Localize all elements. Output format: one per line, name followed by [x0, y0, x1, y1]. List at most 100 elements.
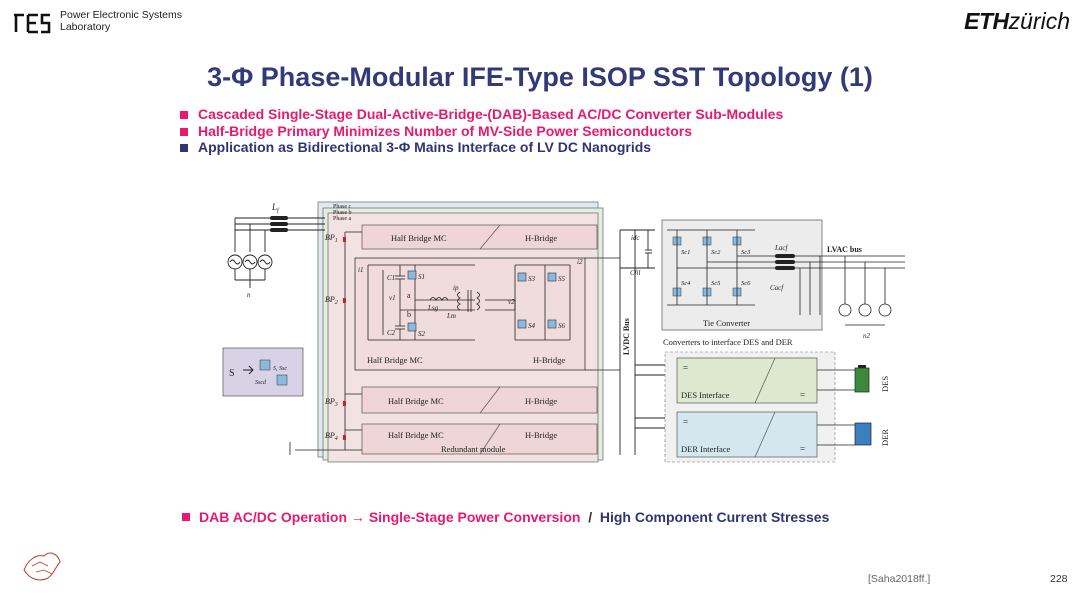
- bullet-square-icon: [182, 513, 190, 521]
- lvac-bus-label: LVAC bus: [827, 245, 862, 254]
- lab-name-line1: Power Electronic Systems: [60, 9, 182, 21]
- eth-logo: ETHzürich: [964, 8, 1070, 35]
- submodule-3-half-bridge-label: Half Bridge MC: [388, 396, 444, 406]
- inner-h-bridge-label: H-Bridge: [533, 355, 565, 365]
- des-interface-box: [676, 357, 818, 404]
- conclusion-part1: DAB AC/DC Operation → Single-Stage Power…: [199, 509, 581, 525]
- dab-circuit: [367, 257, 620, 371]
- s2-label: S2: [418, 330, 426, 338]
- eth-logo-rest: zürich: [1008, 8, 1070, 34]
- inset-sscd-label: Sscd: [255, 380, 267, 386]
- tie-circuit: [667, 229, 905, 326]
- lab-name: Power Electronic Systems Laboratory: [60, 9, 182, 33]
- bullet-text: Cascaded Single-Stage Dual-Active-Bridge…: [198, 106, 784, 122]
- page-number: 228: [1050, 573, 1068, 585]
- idc-label: idc: [631, 234, 640, 242]
- submodule-3-h-bridge-label: H-Bridge: [525, 396, 557, 406]
- redundant-submodule: [361, 423, 598, 455]
- des-interface-label: DES Interface: [681, 390, 730, 400]
- lacf-inductors: [775, 254, 795, 270]
- lab-name-line2: Laboratory: [60, 21, 111, 33]
- c1-label: C1: [387, 274, 395, 282]
- der-interface-box: [676, 411, 818, 458]
- bypass-rails: [289, 231, 362, 455]
- node-b-label: b: [407, 310, 411, 319]
- tie-converter-box: [661, 219, 823, 331]
- sst-topology-diagram: Phase c Phase b Phase a Lf n Half Bridge…: [222, 201, 905, 463]
- sc2-label: Sc2: [711, 249, 721, 256]
- der-interface-label: DER Interface: [681, 444, 731, 454]
- sc1-label: Sc1: [681, 249, 690, 256]
- lacf-label: Lacf: [774, 244, 789, 252]
- c2-label: C2: [387, 329, 396, 337]
- citation: [Saha2018ff.]: [868, 573, 931, 585]
- sc5-label: Sc5: [711, 280, 721, 287]
- lsg-label: Lsg: [427, 304, 439, 312]
- submodule-3: [361, 386, 598, 414]
- bypass-switch-inset: [222, 347, 304, 397]
- sc6-label: Sc6: [741, 280, 751, 287]
- bullet-text: Half-Bridge Primary Minimizes Number of …: [198, 122, 692, 139]
- submodule-1-half-bridge-label: Half Bridge MC: [391, 233, 447, 243]
- lvac-sources: [838, 303, 892, 317]
- s1-label: S1: [418, 273, 425, 281]
- n2-label: n2: [863, 332, 871, 340]
- lf-inductors: [270, 216, 288, 232]
- bullet-square-icon: [180, 144, 188, 152]
- v1-label: v1: [389, 294, 396, 302]
- bullet-item: Cascaded Single-Stage Dual-Active-Bridge…: [180, 106, 783, 123]
- bp1-label: BP1: [325, 233, 338, 244]
- redundant-half-bridge-label: Half Bridge MC: [388, 430, 444, 440]
- bullet-list: Cascaded Single-Stage Dual-Active-Bridge…: [180, 106, 783, 156]
- v2-label: v2: [508, 298, 515, 306]
- bp4-label: BP4: [325, 431, 338, 442]
- redundant-h-bridge-label: H-Bridge: [525, 430, 557, 440]
- bypass-switch-markers: [343, 237, 346, 440]
- s6-label: S6: [558, 322, 566, 330]
- inset-switch-symbol: S: [229, 368, 235, 379]
- ip-label: ip: [453, 284, 459, 292]
- tie-converter-label: Tie Converter: [703, 318, 750, 328]
- submodule-1-h-bridge-label: H-Bridge: [525, 233, 557, 243]
- i2-label: i2: [577, 258, 583, 266]
- phase-b-label: Phase b: [333, 210, 352, 216]
- bp2-label: BP2: [325, 295, 338, 306]
- der-label: DER: [880, 429, 890, 446]
- des-eq-left: =: [683, 363, 688, 373]
- bp3-label: BP3: [325, 397, 338, 408]
- node-a-label: a: [407, 291, 411, 300]
- lvdc-bus-label: LVDC Bus: [622, 318, 631, 355]
- sc4-label: Sc4: [681, 280, 691, 287]
- redundant-module-label: Redundant module: [441, 444, 506, 454]
- bullet-square-icon: [180, 127, 188, 136]
- cfil-label: Cfil: [630, 269, 641, 277]
- lf-label: Lf: [271, 202, 280, 214]
- submodule-1: [361, 224, 598, 250]
- lvdc-bus-lines: [619, 229, 665, 455]
- phase-c-label: Phase c: [333, 204, 351, 210]
- eth-logo-bold: ETH: [964, 8, 1009, 34]
- der-eq-right: =: [800, 444, 805, 454]
- mv-grid-sources: [227, 217, 325, 288]
- conclusion-part2: High Component Current Stresses: [599, 509, 830, 525]
- bullet-square-icon: [180, 111, 188, 119]
- s3-label: S3: [528, 275, 536, 283]
- conclusion-separator: /: [588, 509, 593, 525]
- i1-label: i1: [358, 266, 363, 274]
- neutral-n-label: n: [247, 291, 251, 299]
- battery-icon: [854, 367, 870, 393]
- des-eq-right: =: [800, 390, 805, 400]
- des-label: DES: [880, 376, 890, 392]
- switch-icons: [407, 270, 557, 332]
- bullet-text: Application as Bidirectional 3-Φ Mains I…: [198, 139, 652, 155]
- solar-panel-icon: [854, 422, 872, 446]
- bullet-item: Application as Bidirectional 3-Φ Mains I…: [180, 139, 783, 156]
- inset-ssc-label: S, Ssc: [273, 366, 287, 372]
- dab-submodule: [354, 257, 586, 371]
- bullet-item: Half-Bridge Primary Minimizes Number of …: [180, 123, 783, 140]
- epe-logo: [23, 552, 61, 581]
- s4-label: S4: [528, 322, 536, 330]
- s5-label: S5: [558, 275, 566, 283]
- sc3-label: Sc3: [741, 249, 751, 256]
- der-eq-left: =: [683, 417, 688, 427]
